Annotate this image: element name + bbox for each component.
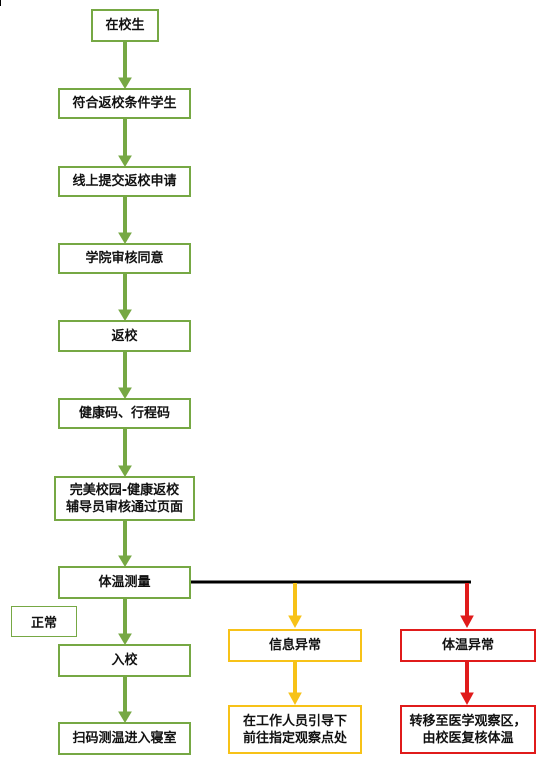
step-label: 完美校园-健康返校 辅导员审核通过页面 bbox=[65, 482, 183, 515]
step-label: 返校 bbox=[111, 328, 138, 344]
arrow-4-head bbox=[118, 309, 132, 321]
step-online-application: 线上提交返校申请 bbox=[58, 166, 191, 197]
step-temperature-check: 体温测量 bbox=[58, 566, 191, 599]
step-eligible-student: 符合返校条件学生 bbox=[58, 88, 191, 119]
step-label: 入校 bbox=[111, 653, 138, 668]
yellow-arrows bbox=[288, 583, 302, 706]
info-abnormal-title: 信息异常 bbox=[268, 638, 321, 653]
step-health-codes: 健康码、行程码 bbox=[58, 398, 191, 429]
step-label: 在校生 bbox=[105, 18, 145, 33]
main-arrows bbox=[118, 42, 132, 723]
normal-label: 正常 bbox=[11, 606, 77, 637]
arrow-2-head bbox=[118, 155, 132, 167]
red-arrow-1-head bbox=[460, 615, 474, 629]
arrow-5-head bbox=[118, 387, 132, 399]
info-abnormal-action: 在工作人员引导下 前往指定观察点处 bbox=[242, 713, 347, 746]
temp-abnormal-box: 体温异常 bbox=[400, 629, 536, 662]
arrow-3-head bbox=[118, 232, 132, 244]
arrow-1-head bbox=[118, 77, 132, 89]
step-scan-enter-dorm: 扫码测温进入寝室 bbox=[58, 722, 191, 755]
step-enter-school: 入校 bbox=[58, 644, 191, 677]
temp-abnormal-action: 转移至医学观察区， 由校医复核体温 bbox=[409, 713, 527, 746]
step-label: 健康码、行程码 bbox=[78, 406, 170, 421]
step-label: 扫码测温进入寝室 bbox=[72, 731, 177, 746]
step-return-school: 返校 bbox=[58, 320, 191, 352]
normal-label-text: 正常 bbox=[30, 616, 57, 631]
arrow-8-head bbox=[118, 633, 132, 645]
yellow-arrow-1-head bbox=[288, 615, 302, 629]
temp-abnormal-action-box: 转移至医学观察区， 由校医复核体温 bbox=[400, 705, 536, 754]
arrow-6-head bbox=[118, 465, 132, 477]
yellow-arrow-2-head bbox=[288, 692, 302, 706]
corner-mark bbox=[0, 0, 1, 6]
info-abnormal-action-box: 在工作人员引导下 前往指定观察点处 bbox=[228, 705, 362, 754]
step-label: 符合返校条件学生 bbox=[72, 96, 177, 111]
step-in-school-student: 在校生 bbox=[91, 9, 159, 42]
step-college-approval: 学院审核同意 bbox=[58, 243, 191, 274]
info-abnormal-box: 信息异常 bbox=[228, 629, 362, 662]
red-arrow-2-head bbox=[460, 692, 474, 706]
step-label: 线上提交返校申请 bbox=[72, 174, 177, 189]
arrow-7-head bbox=[118, 555, 132, 567]
step-label: 学院审核同意 bbox=[85, 251, 164, 266]
red-arrows bbox=[460, 583, 474, 706]
step-label: 体温测量 bbox=[98, 575, 151, 590]
temp-abnormal-title: 体温异常 bbox=[441, 638, 494, 653]
arrow-9-head bbox=[118, 711, 132, 723]
step-campus-app-approval: 完美校园-健康返校 辅导员审核通过页面 bbox=[54, 476, 195, 521]
